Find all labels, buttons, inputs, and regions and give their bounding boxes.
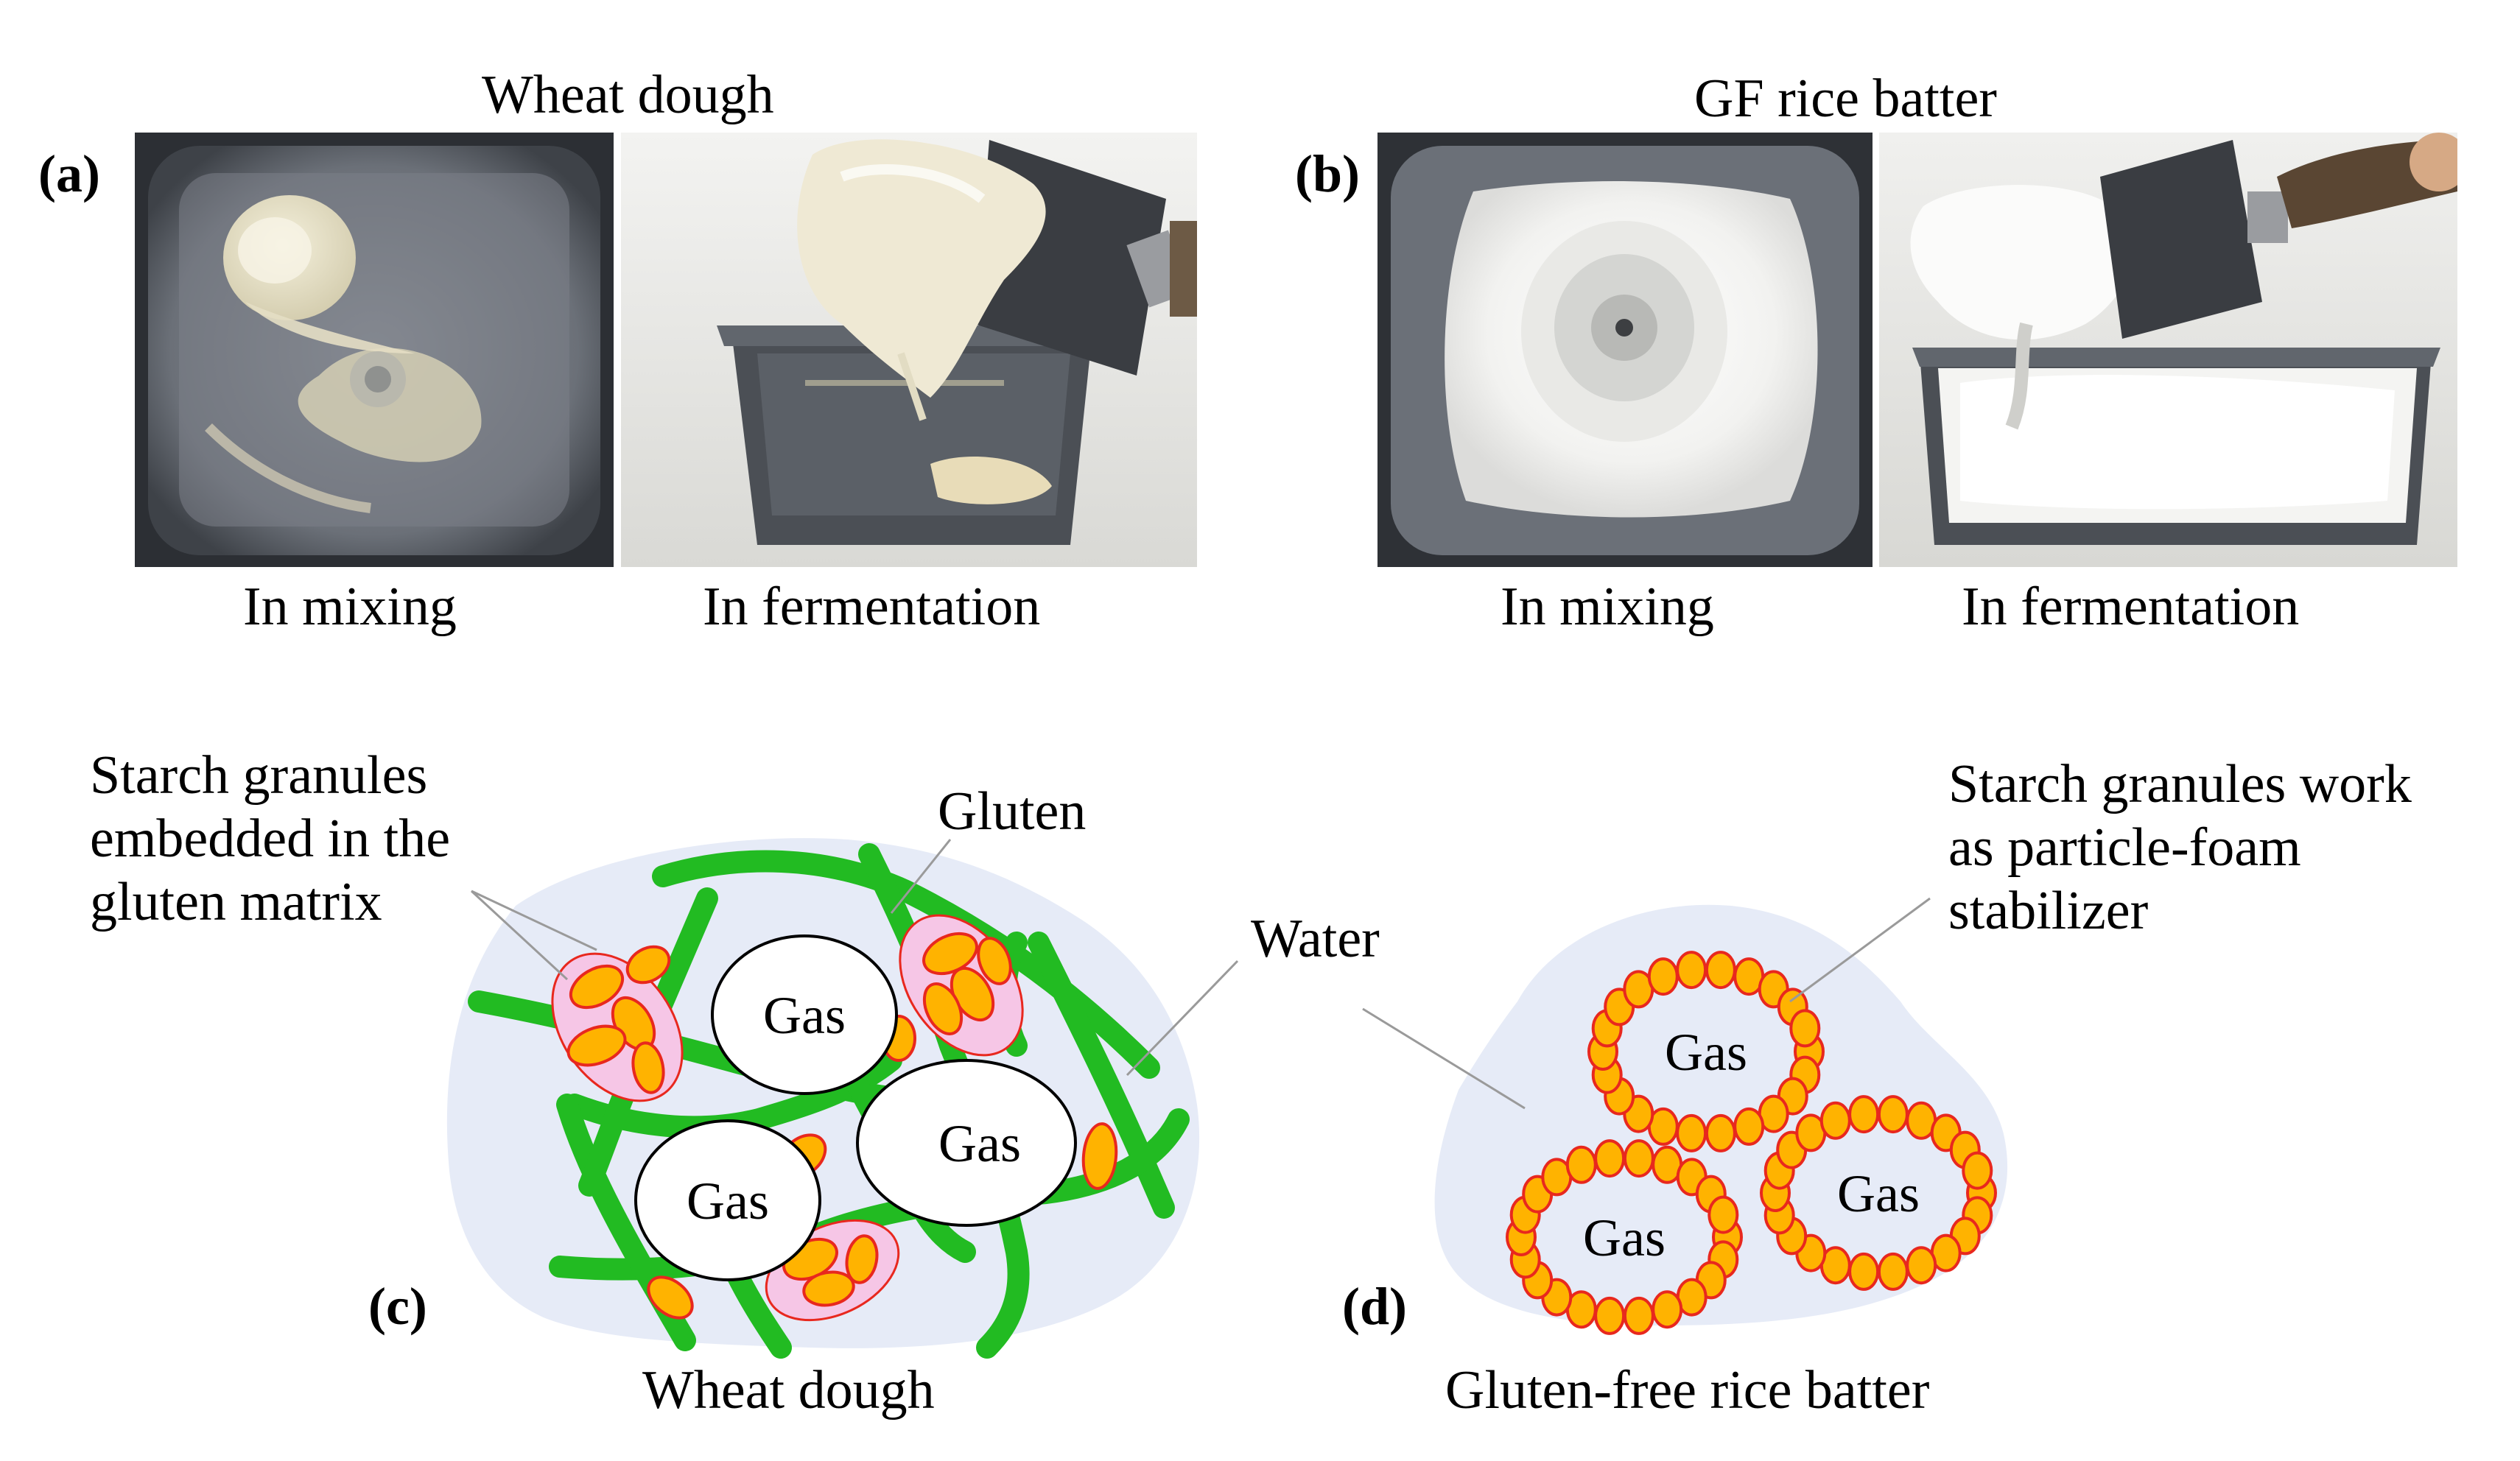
foam-stabilizer-particles: [1506, 951, 1997, 1335]
gas-label-d-1: Gas: [1665, 1023, 1747, 1082]
leader-lines-c: [470, 839, 1239, 1077]
starch-granule-particle: [1594, 1296, 1626, 1335]
starch-granule-particle: [1594, 1139, 1626, 1178]
gas-label-c-3: Gas: [687, 1172, 769, 1231]
starch-granule-particle: [1819, 1101, 1851, 1140]
starch-granule-particle: [1705, 1113, 1736, 1152]
starch-granule-particle: [1705, 951, 1736, 990]
starch-granule-particle: [1962, 1151, 1993, 1190]
gas-label-d-2: Gas: [1583, 1208, 1666, 1267]
panel-a-mixing-caption: In mixing: [243, 577, 457, 637]
mixing-bowl-photo: [135, 133, 614, 567]
starch-granule-particle: [1906, 1246, 1937, 1285]
starch-granule-particle: [1733, 1107, 1765, 1146]
rice-batter-fermentation-photo: [1879, 133, 2457, 567]
panel-b-title: GF rice batter: [1694, 68, 1997, 129]
starch-granule-particle: [1789, 1009, 1821, 1048]
starch-granule-particle: [1647, 957, 1679, 996]
gas-label-d-3: Gas: [1837, 1164, 1920, 1223]
starch-embedded-annotation: Starch granules embedded in the gluten m…: [90, 745, 451, 932]
starch-granule-particle: [1623, 1296, 1654, 1335]
panel-c-title: Wheat dough: [642, 1360, 935, 1420]
gluten-annotation: Gluten: [938, 781, 1087, 842]
starch-granule-particle: [1652, 1290, 1683, 1329]
gas-label-c-2: Gas: [938, 1114, 1021, 1173]
gas-cells-c: [634, 934, 1077, 1281]
wheat-dough-fermentation-photo: [621, 133, 1197, 567]
panel-b-fermentation-caption: In fermentation: [1962, 577, 2300, 637]
starch-granule-particle: [1848, 1252, 1880, 1291]
starch-granule-particle: [1708, 1195, 1739, 1234]
wheat-dough-mixing-photo: [135, 133, 614, 567]
panel-d-title: Gluten-free rice batter: [1445, 1360, 1930, 1420]
panel-a-title: Wheat dough: [482, 65, 774, 125]
panel-a-fermentation-caption: In fermentation: [703, 577, 1041, 637]
starch-granule-particle: [1848, 1095, 1880, 1134]
starch-granule-particle: [1623, 1139, 1654, 1178]
starch-granule-particle: [1565, 1145, 1597, 1184]
panel-b-label: (b): [1295, 144, 1360, 203]
starch-granule-particle: [1676, 951, 1708, 990]
starch-granule-particle: [1877, 1095, 1909, 1134]
wheat-dough-diagram: [446, 838, 1239, 1359]
panel-d-label: (d): [1342, 1277, 1407, 1336]
water-annotation: Water: [1251, 909, 1380, 969]
starch-granule-particle: [1877, 1252, 1909, 1291]
panel-a-label: (a): [38, 144, 100, 203]
starch-granule-particle: [1676, 1113, 1708, 1152]
panel-b-mixing-caption: In mixing: [1501, 577, 1714, 637]
starch-stabilizer-annotation: Starch granules work as particle-foam st…: [1948, 754, 2412, 941]
panel-c-label: (c): [368, 1277, 427, 1336]
starch-granules-c: [566, 932, 1118, 1320]
rice-batter-mixing-photo: [1377, 133, 1873, 567]
gas-label-c-1: Gas: [763, 986, 846, 1045]
rice-batter-diagram: [1362, 897, 2008, 1335]
leader-lines-d: [1362, 897, 1931, 1110]
